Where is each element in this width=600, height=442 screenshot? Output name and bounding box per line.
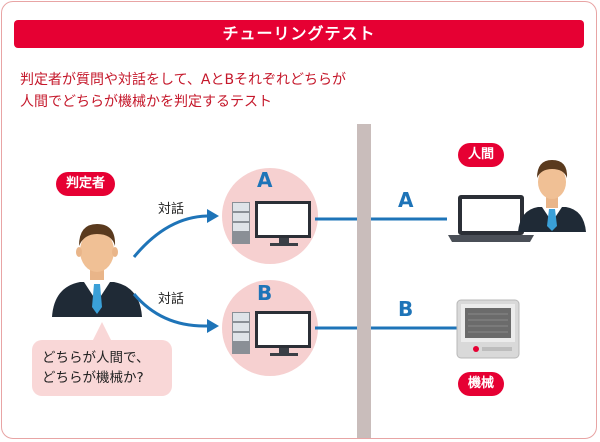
bubble-line-1: どちらが人間で、 xyxy=(42,350,150,366)
machine-tag: 機械 xyxy=(458,372,505,396)
conversation-label-top: 対話 xyxy=(158,202,185,217)
description: 判定者が質問や対話をして、AとBそれぞれどちらが 人間でどちらが機械かを判定する… xyxy=(20,69,346,113)
arrow-head-b xyxy=(207,319,219,333)
bubble-line-2: どちらが機械か? xyxy=(42,370,144,386)
judge-tag: 判定者 xyxy=(56,172,116,196)
laptop-icon xyxy=(448,195,534,242)
terminal-a-label: A xyxy=(257,168,273,192)
line-a-label: A xyxy=(398,188,414,212)
separator-wall xyxy=(357,124,371,438)
arrow-to-b xyxy=(132,293,208,328)
speech-bubble-tail xyxy=(92,322,112,342)
line-b-label: B xyxy=(398,297,414,321)
terminal-a-computer-icon xyxy=(232,201,311,246)
title-bar: チューリングテスト xyxy=(2,2,596,48)
terminal-b-label: B xyxy=(257,281,273,305)
title-band xyxy=(14,20,584,48)
conversation-label-bottom: 対話 xyxy=(158,292,185,307)
diagram-title: チューリングテスト xyxy=(222,24,376,43)
judge-speech-bubble: どちらが人間で、 どちらが機械か? xyxy=(32,340,172,396)
description-line-1: 判定者が質問や対話をして、AとBそれぞれどちらが xyxy=(20,72,347,88)
description-line-2: 人間でどちらが機械かを判定するテスト xyxy=(20,94,272,110)
terminal-b-computer-icon xyxy=(232,311,311,356)
machine-icon xyxy=(456,299,520,359)
human-person-icon xyxy=(518,160,586,232)
human-tag: 人間 xyxy=(458,143,505,167)
arrow-head-a xyxy=(207,209,219,223)
arrow-to-a xyxy=(132,214,208,258)
judge-person-icon xyxy=(52,224,142,317)
